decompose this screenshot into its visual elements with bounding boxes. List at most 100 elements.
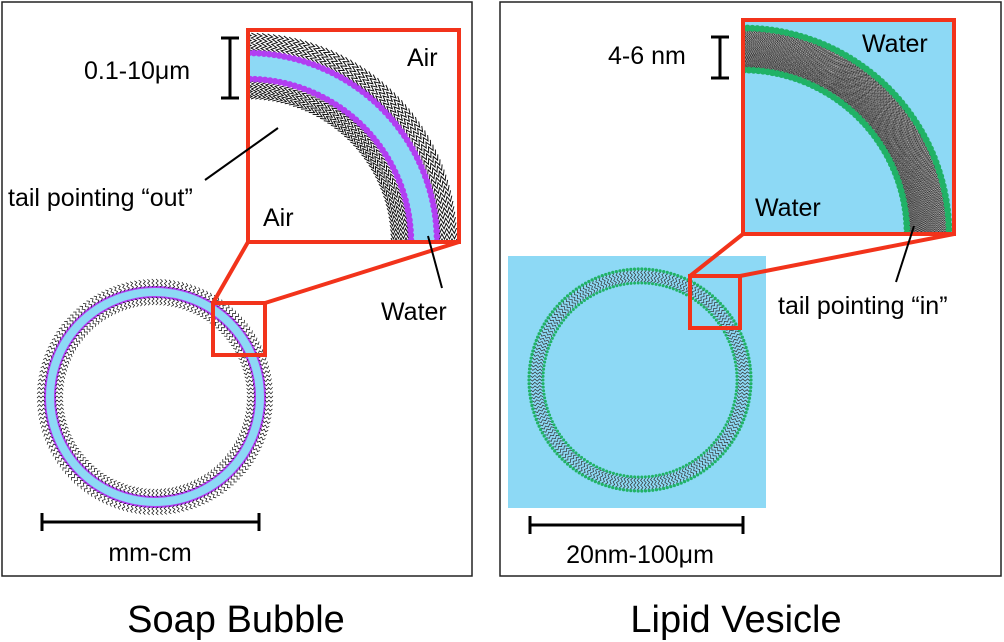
vesicle-head-group	[707, 446, 711, 450]
vesicle-head-group	[611, 471, 615, 475]
vesicle-head-group	[530, 403, 534, 408]
vesicle-head-group	[714, 438, 718, 442]
vesicle-head-group	[696, 283, 700, 287]
vesicle-head-group	[665, 270, 669, 274]
vesicle-head-group	[708, 291, 712, 296]
vesicle-head-group	[671, 469, 675, 473]
vesicle-head-group	[665, 471, 669, 475]
vesicle-head-group	[748, 389, 753, 393]
vesicle-head-group	[744, 410, 748, 415]
vesicle-head-group	[716, 321, 720, 325]
vesicle-head-group	[550, 420, 554, 424]
vesicle-head-group	[748, 367, 753, 371]
vesicle-head-group	[574, 287, 578, 291]
vesicle-head-group	[546, 410, 550, 414]
vesicle-head-group	[684, 293, 688, 297]
vesicle-head-group	[643, 475, 647, 479]
vesicle-head-group	[532, 345, 536, 350]
vesicle-head-group	[604, 483, 608, 488]
vesicle-head-group	[560, 457, 564, 461]
vesicle-head-group	[702, 305, 706, 309]
vesicle-head-group	[593, 480, 598, 484]
soap-tails	[36, 278, 274, 516]
soap-bubble-ring	[36, 278, 274, 516]
vesicle-head-group	[564, 441, 568, 445]
vesicle-head-group	[669, 485, 673, 489]
vesicle-head-group	[554, 426, 558, 430]
vesicle-head-group	[675, 288, 679, 292]
vesicle-head-group	[566, 313, 570, 317]
vesicle-head-group	[636, 489, 640, 493]
soap-head-group	[432, 217, 440, 225]
vesicle-head-group	[705, 467, 709, 471]
vesicle-head-group	[571, 467, 575, 471]
vesicle-head-group	[632, 267, 637, 271]
vesicle-head-group	[640, 281, 644, 285]
vesicle-head-group	[598, 466, 602, 470]
vesicle-head-group	[696, 301, 700, 305]
vesicle-head-group	[615, 284, 619, 288]
vesicle-head-group	[625, 282, 629, 286]
vesicle-head-group	[675, 468, 679, 472]
vesicle-head-group	[527, 367, 532, 371]
vesicle-head-group	[727, 416, 731, 420]
vesicle-head-group	[747, 360, 752, 364]
vesicle-head-group	[710, 313, 714, 317]
vesicle-head-group	[662, 486, 666, 491]
soap-head-group	[404, 206, 412, 214]
vesicle-head-group	[747, 396, 752, 400]
vesicle-head-group	[527, 382, 531, 386]
vesicle-head-group	[721, 452, 725, 456]
vesicle-head-group	[658, 473, 662, 477]
vesicle-head-group	[622, 474, 626, 478]
vesicle-head-group	[539, 328, 543, 333]
vesicle-head-group	[730, 410, 734, 414]
lipid-head-group	[753, 25, 761, 32]
vesicle-head-group	[555, 452, 559, 456]
vesicle-head-group	[542, 322, 546, 326]
vesicle-head-group	[647, 489, 651, 493]
vesicle-head-group	[678, 466, 682, 470]
vesicle-head-group	[748, 363, 752, 367]
vesicle-head-group	[747, 400, 751, 404]
vesicle-head-group	[722, 426, 726, 430]
vesicle-head-group	[568, 464, 572, 469]
vesicle-head-group	[587, 279, 591, 284]
vesicle-head-group	[531, 349, 535, 353]
vesicle-head-group	[743, 342, 747, 346]
vesicle-head-group	[625, 488, 629, 492]
vesicle-head-group	[533, 342, 537, 346]
vesicle-head-group	[658, 283, 662, 287]
vesicle-head-group	[731, 350, 735, 354]
vesicle-head-group	[540, 325, 544, 329]
vesicle-head-group	[546, 316, 550, 320]
vesicle-head-group	[536, 335, 540, 339]
vesicle-head-group	[748, 393, 752, 397]
vesicle-head-group	[732, 353, 736, 357]
vesicle-head-group	[684, 463, 688, 467]
soap-inset-frame	[246, 28, 461, 244]
vesicle-head-group	[588, 295, 592, 299]
vesicle-head-group	[728, 443, 732, 447]
vesicle-head-group	[647, 267, 651, 271]
soap-scale-bar	[40, 513, 261, 531]
vesicle-head-group	[537, 424, 541, 428]
vesicle-head-group	[734, 392, 738, 396]
vesicle-head-group	[527, 389, 532, 393]
vesicle-head-group	[611, 270, 615, 274]
vesicle-head-group	[746, 352, 750, 357]
vesicle-head-group	[556, 327, 560, 331]
vesicle-head-group	[643, 281, 647, 285]
vesicle-head-group	[528, 396, 533, 400]
vesicle-head-group	[720, 429, 724, 433]
vesicle-head-group	[550, 336, 554, 340]
vesicle-head-group	[662, 269, 666, 274]
vesicle-head-group	[735, 371, 739, 375]
vesicle-head-group	[621, 268, 626, 272]
bilayer-closeup	[743, 24, 953, 234]
vesicle-head-group	[665, 486, 669, 490]
vesicle-head-group	[621, 488, 626, 492]
soap-head-group	[250, 49, 258, 57]
vesicle-head-group	[705, 289, 709, 293]
vesicle-head-group	[574, 305, 578, 309]
